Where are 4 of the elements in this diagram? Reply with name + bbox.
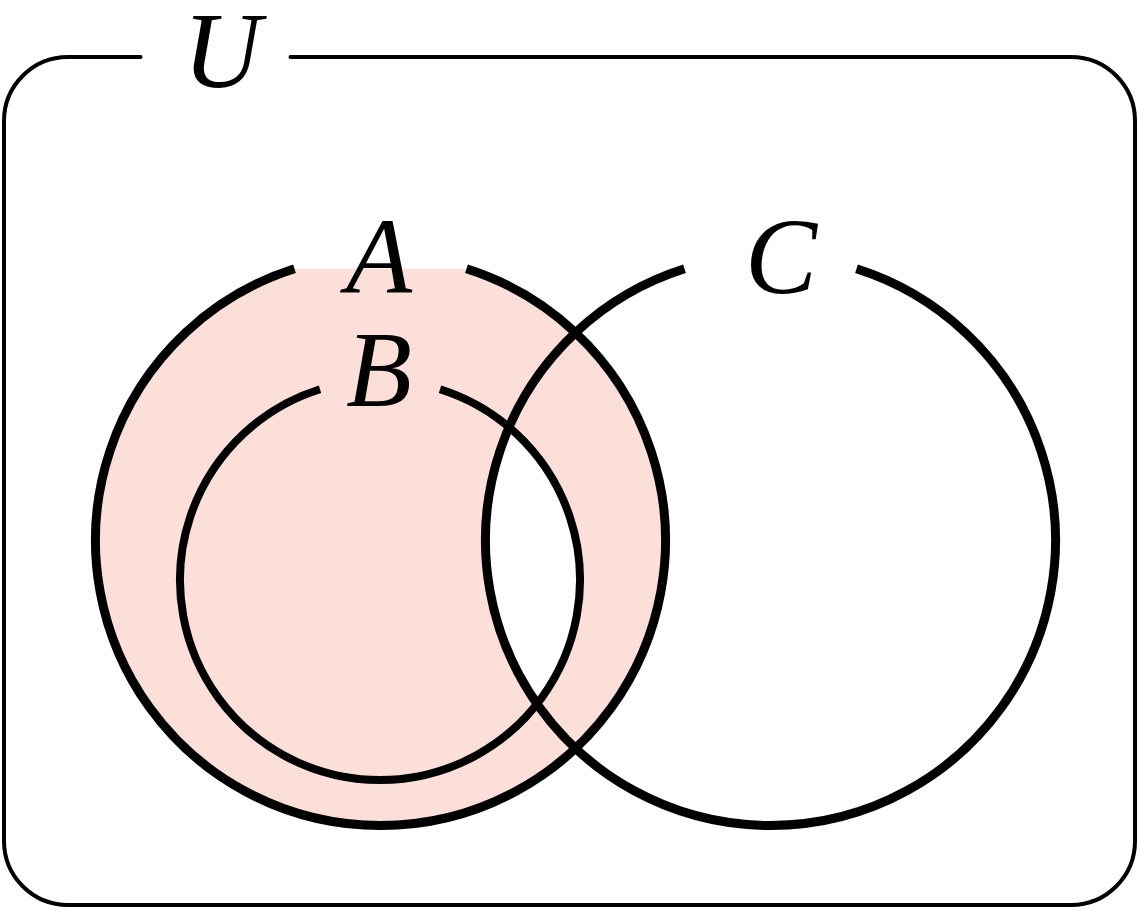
set-label: U (179, 7, 265, 95)
set-label: A (342, 213, 416, 301)
set-label: B (345, 326, 413, 414)
set-label: C (744, 213, 819, 301)
